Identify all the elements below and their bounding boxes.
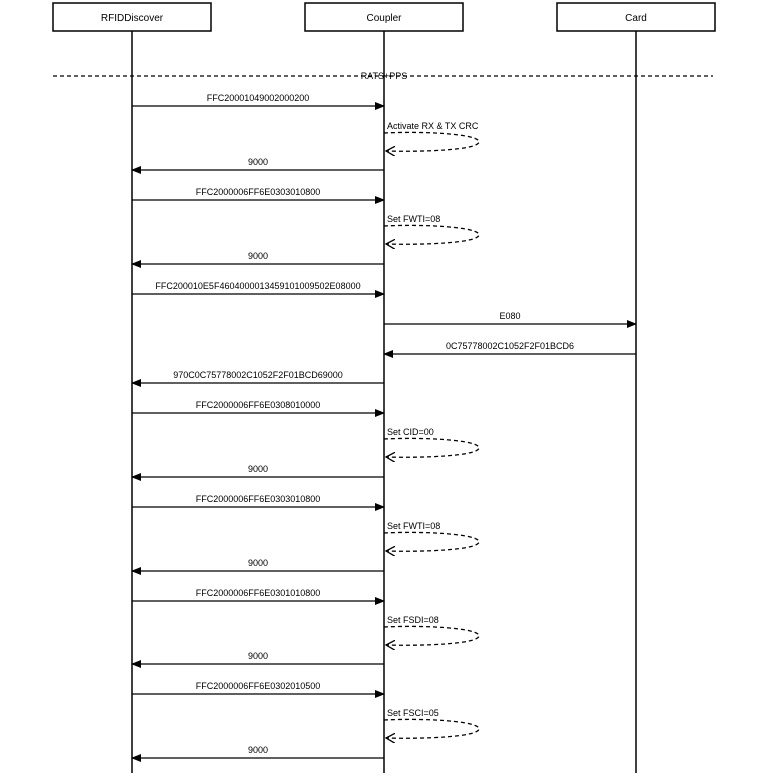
self-message-arrow: [383, 531, 480, 551]
message-label: 0C75778002C1052F2F01BCD6: [446, 341, 574, 351]
self-message-coupler: Activate RX & TX CRC: [383, 121, 480, 151]
message-coupler-to-rfid: 9000: [131, 251, 384, 268]
self-message-label: Set FWTI=08: [387, 214, 440, 224]
participant-box: [304, 2, 464, 32]
divider-label: RATS+PPS: [361, 71, 408, 81]
message-coupler-to-rfid: 9000: [131, 651, 384, 668]
self-message-label: Set FSDI=08: [387, 615, 439, 625]
message-label: 9000: [248, 157, 268, 167]
message-label: FFC2000006FF6E0301010800: [196, 588, 321, 598]
self-message-label: Set CID=00: [387, 427, 434, 437]
message-card-to-coupler: 0C75778002C1052F2F01BCD6: [383, 341, 636, 358]
self-message-coupler: Set FWTI=08: [383, 521, 480, 551]
self-message-arrow: [383, 131, 480, 151]
self-message-coupler: Set FSCI=05: [383, 708, 480, 738]
message-coupler-to-rfid: 9000: [131, 464, 384, 481]
message-label: 9000: [248, 464, 268, 474]
participant-label: Coupler: [366, 13, 402, 24]
participant-coupler: Coupler: [304, 2, 464, 32]
message-label: FFC200010E5F46040000134591010095​02E0800…: [155, 281, 360, 291]
participant-rfid: RFIDDiscover: [52, 2, 212, 32]
message-label: FFC2000006FF6E0303010800: [196, 494, 321, 504]
message-rfid-to-coupler: FFC200010E5F46040000134591010095​02E0800…: [132, 281, 385, 298]
self-message-coupler: Set CID=00: [383, 427, 480, 457]
message-label: E080: [499, 311, 520, 321]
message-rfid-to-coupler: FFC2000006FF6E0302010500: [132, 681, 385, 698]
message-label: 9000: [248, 651, 268, 661]
participant-box: [556, 2, 716, 32]
message-label: 9000: [248, 745, 268, 755]
message-rfid-to-coupler: FFC2000006FF6E0308010000: [132, 400, 385, 417]
message-coupler-to-rfid: 970C0C75778002C1052F2F01BCD69000: [131, 370, 384, 387]
self-message-label: Set FWTI=08: [387, 521, 440, 531]
self-message-arrow: [383, 718, 480, 738]
message-coupler-to-rfid: 9000: [131, 745, 384, 762]
message-rfid-to-coupler: FFC2000006FF6E0303010800: [132, 494, 385, 511]
message-label: 9000: [248, 558, 268, 568]
message-label: FFC2000006FF6E0303010800: [196, 187, 321, 197]
message-label: 9000: [248, 251, 268, 261]
message-coupler-to-rfid: 9000: [131, 157, 384, 174]
message-rfid-to-coupler: FFC2000006FF6E0303010800: [132, 187, 385, 204]
message-coupler-to-card: E080: [384, 311, 637, 328]
participant-label: RFIDDiscover: [101, 13, 164, 24]
self-message-coupler: Set FSDI=08: [383, 615, 480, 645]
message-label: 970C0C75778002C1052F2F01BCD69000: [173, 370, 343, 380]
message-rfid-to-coupler: FFC2000006FF6E0301010800: [132, 588, 385, 605]
self-message-label: Set FSCI=05: [387, 708, 439, 718]
self-message-arrow: [383, 224, 480, 244]
participant-card: Card: [556, 2, 716, 32]
self-message-arrow: [383, 625, 480, 645]
message-label: FFC2000006FF6E0302010500: [196, 681, 321, 691]
message-coupler-to-rfid: 9000: [131, 558, 384, 575]
self-message-label: Activate RX & TX CRC: [387, 121, 479, 131]
self-message-arrow: [383, 437, 480, 457]
participant-label: Card: [625, 13, 647, 24]
message-rfid-to-coupler: FFC200010490020002​00: [132, 93, 385, 110]
message-label: FFC2000006FF6E0308010000: [196, 400, 321, 410]
self-message-coupler: Set FWTI=08: [383, 214, 480, 244]
message-label: FFC200010490020002​00: [207, 93, 310, 103]
participant-box: [52, 2, 212, 32]
